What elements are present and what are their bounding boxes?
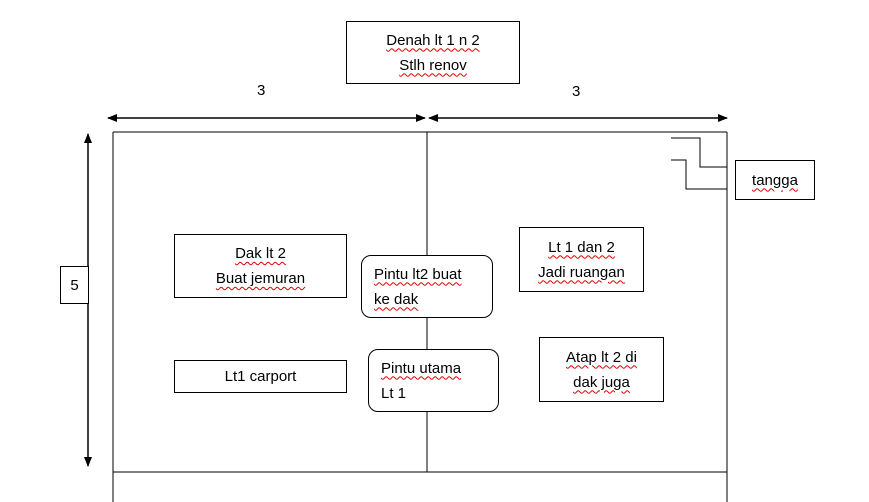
- atap-label-box: Atap lt 2 di dak juga: [539, 337, 664, 402]
- atap-label-line2: dak juga: [573, 373, 630, 391]
- dak-label-box: Dak lt 2 Buat jemuran: [174, 234, 347, 298]
- diagram-title-line1: Denah lt 1 n 2: [386, 31, 480, 49]
- width-right-label: 3: [572, 83, 581, 100]
- pintu-lt2-label-line1: Pintu lt2 buat: [374, 265, 462, 283]
- height-label: 5: [70, 276, 79, 294]
- lt1dan2-label-line2: Jadi ruangan: [538, 263, 625, 281]
- tangga-label: tangga: [752, 171, 798, 189]
- diagram-title-box: Denah lt 1 n 2 Stlh renov: [346, 21, 520, 84]
- pintu-lt2-label-line2: ke dak: [374, 290, 419, 308]
- dak-label-line2: Buat jemuran: [215, 270, 306, 287]
- pintu-utama-label-line2: Lt 1: [381, 384, 407, 402]
- width-left-label: 3: [257, 82, 266, 99]
- carport-label: Lt1 carport: [224, 368, 297, 385]
- diagram-title-line2: Stlh renov: [399, 56, 467, 74]
- atap-label-line1: Atap lt 2 di: [566, 348, 637, 366]
- pintu-lt2-label-box: Pintu lt2 buat ke dak: [361, 255, 493, 318]
- height-label-box: 5: [60, 266, 89, 304]
- stairs-symbol: [671, 137, 727, 168]
- tangga-label-box: tangga: [735, 160, 815, 200]
- carport-label-box: Lt1 carport: [174, 360, 347, 393]
- dak-label-line1: Dak lt 2: [235, 245, 286, 262]
- pintu-utama-label-line1: Pintu utama: [381, 359, 462, 377]
- lt1dan2-label-box: Lt 1 dan 2 Jadi ruangan: [519, 227, 644, 292]
- stairs-symbol-lower: [671, 159, 727, 190]
- lt1dan2-label-line1: Lt 1 dan 2: [548, 238, 615, 256]
- pintu-utama-label-box: Pintu utama Lt 1: [368, 349, 499, 412]
